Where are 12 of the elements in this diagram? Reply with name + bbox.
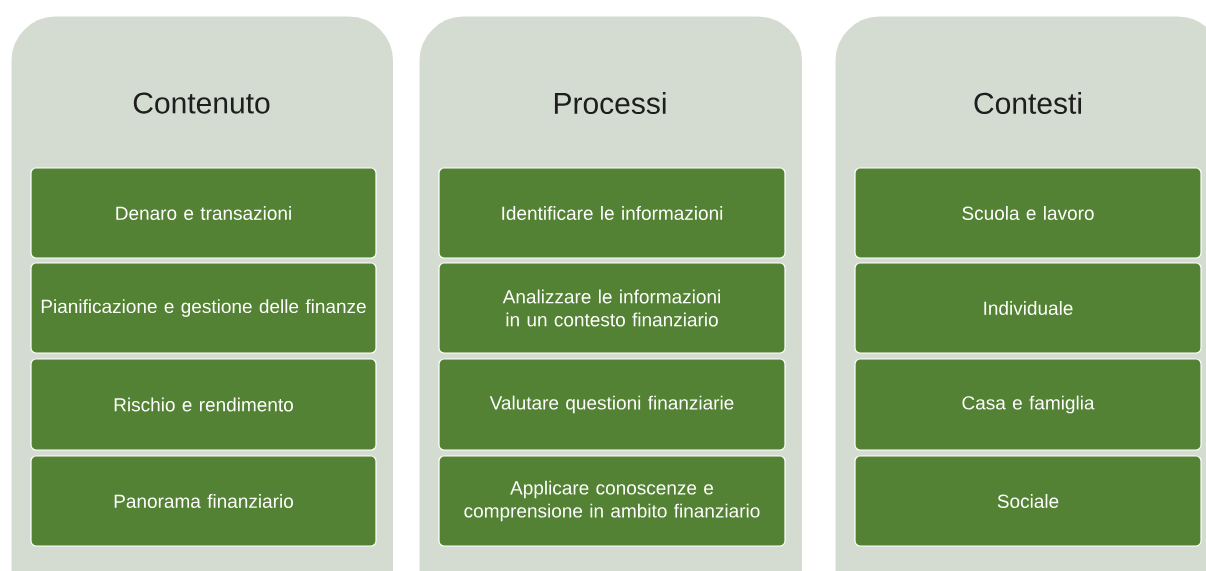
- category-box: Casa e famiglia: [854, 358, 1202, 451]
- category-box: Valutare questioni finanziarie: [438, 358, 786, 451]
- category-box: Panorama finanziario: [30, 455, 377, 547]
- category-box: Individuale: [854, 262, 1202, 354]
- category-box: Applicare conoscenze e comprensione in ambito finanziario: [438, 455, 786, 547]
- category-box: Analizzare le informazioni in un contesto finanziario: [438, 262, 786, 354]
- category-box: Scuola e lavoro: [854, 167, 1202, 259]
- category-box: Denaro e transazioni: [30, 167, 377, 259]
- category-box: Sociale: [854, 455, 1202, 547]
- category-box: Pianificazione e gestione delle finanze: [30, 262, 377, 354]
- category-box: Identificare le informazioni: [438, 167, 786, 259]
- category-box: Rischio e rendimento: [30, 358, 377, 451]
